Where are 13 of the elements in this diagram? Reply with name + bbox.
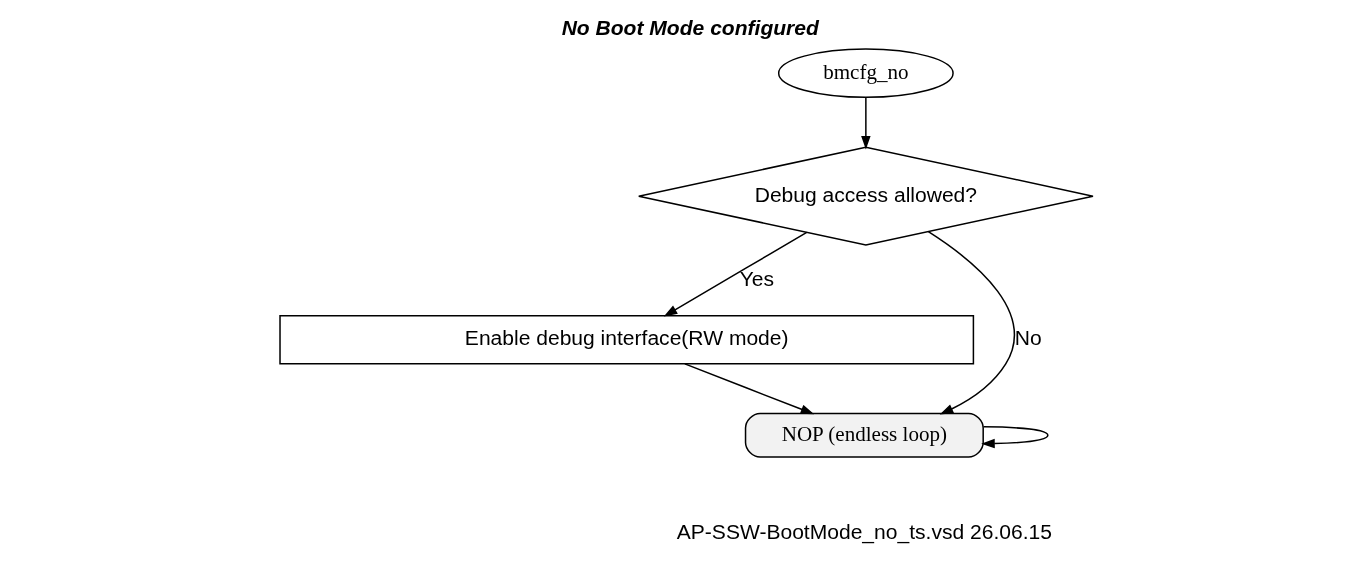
edge-label: Yes: [739, 266, 774, 290]
node-box: NOP (endless loop): [744, 412, 984, 458]
arrow: [927, 230, 1015, 415]
node-ellipse: bmcfg_no: [777, 48, 954, 99]
diagram-title: No Boot Mode configured: [561, 16, 819, 40]
arrow: [980, 426, 1049, 449]
arrow: [663, 231, 807, 317]
node-diamond: Debug access allowed?: [637, 146, 1094, 246]
arrow: [860, 97, 871, 150]
edge-label: No: [1014, 326, 1042, 350]
label: AP-SSW-BootMode_no_ts.vsd 26.06.15: [676, 520, 1052, 544]
arrow: [683, 363, 814, 415]
node-box: Enable debug interface(RW mode): [278, 314, 974, 365]
